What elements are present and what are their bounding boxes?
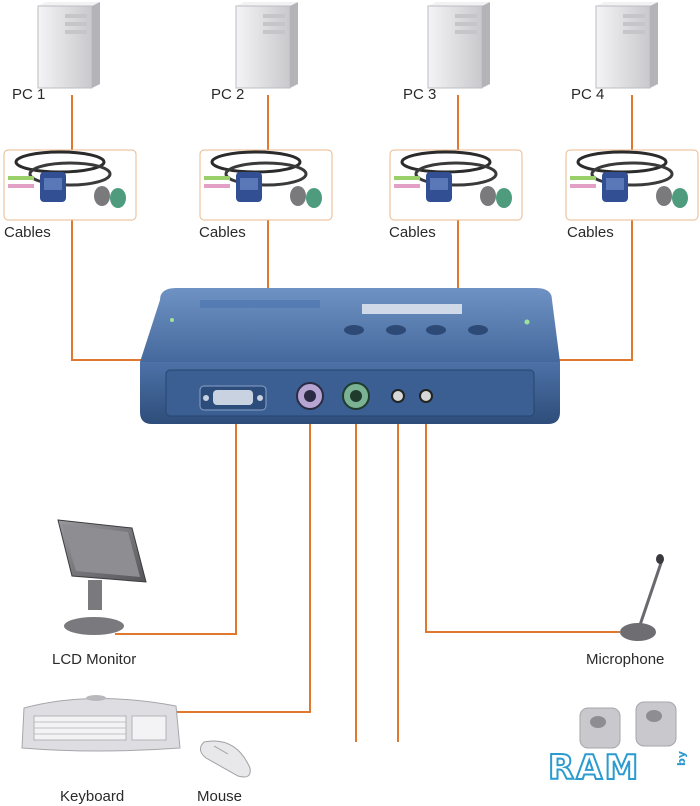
pc-4-label: PC 4 <box>571 86 605 103</box>
cable-bundle-1-icon <box>3 149 137 221</box>
cable-bundles <box>3 149 699 221</box>
pc-2-label: PC 2 <box>211 86 245 103</box>
cable-bundle-2-icon <box>199 149 333 221</box>
pc-2-tower-icon <box>235 2 298 89</box>
pc-4-tower-icon <box>595 2 658 89</box>
keyboard-label: Keyboard <box>60 788 125 805</box>
speakers-icon <box>579 701 677 749</box>
watermark-logo: RAM <box>547 747 641 789</box>
wire-microphone <box>425 398 620 633</box>
keyboard-icon <box>21 695 181 752</box>
lcd-monitor-label: LCD Monitor <box>52 651 137 668</box>
wire-keyboard <box>175 398 311 713</box>
wire-pc1 <box>71 95 160 361</box>
kvm-switch-icon <box>140 288 560 424</box>
cable-bundle-4-icon <box>565 149 699 221</box>
cables-label-2: Cables <box>199 224 246 241</box>
microphone-icon <box>620 554 664 641</box>
cables-label-3: Cables <box>389 224 436 241</box>
microphone-label: Microphone <box>586 651 665 668</box>
mouse-label: Mouse <box>197 788 243 805</box>
pc-1-tower-icon <box>37 2 100 89</box>
cables-label-1: Cables <box>4 224 51 241</box>
cables-label-4: Cables <box>567 224 614 241</box>
lcd-monitor-icon <box>57 519 147 635</box>
pc-towers <box>37 2 658 89</box>
wire-monitor <box>115 408 237 635</box>
mouse-icon <box>200 740 251 778</box>
cable-bundle-3-icon <box>389 149 523 221</box>
pc-1-label: PC 1 <box>12 86 46 103</box>
pc-3-label: PC 3 <box>403 86 437 103</box>
watermark-suffix: by <box>675 750 689 767</box>
pc-3-tower-icon <box>427 2 490 89</box>
